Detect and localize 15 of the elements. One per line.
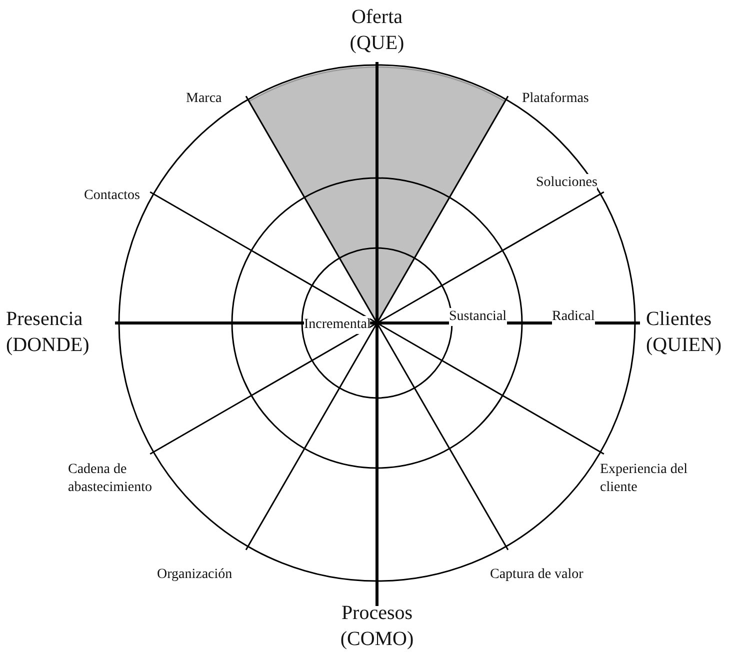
ring-label: Radical — [552, 308, 595, 326]
spoke-label: Organización — [157, 566, 232, 584]
spoke-label: Experiencia del cliente — [600, 461, 688, 498]
axis-label: Oferta (QUE) — [348, 5, 406, 56]
spoke-label: Plataformas — [522, 90, 589, 108]
axis-label: Procesos (COMO) — [339, 601, 415, 652]
ring-label: Sustancial — [449, 308, 507, 326]
axis-label: Clientes (QUIEN) — [646, 307, 723, 358]
spoke-label: Captura de valor — [490, 566, 584, 584]
spoke-label: Soluciones — [536, 174, 598, 192]
spoke-label: Marca — [186, 90, 222, 108]
spoke-label: Contactos — [84, 187, 140, 205]
spoke-label: Cadena de abastecimiento — [68, 461, 153, 498]
ring-label: Incremental — [304, 316, 370, 334]
axis-label: Presencia (DONDE) — [6, 307, 90, 358]
